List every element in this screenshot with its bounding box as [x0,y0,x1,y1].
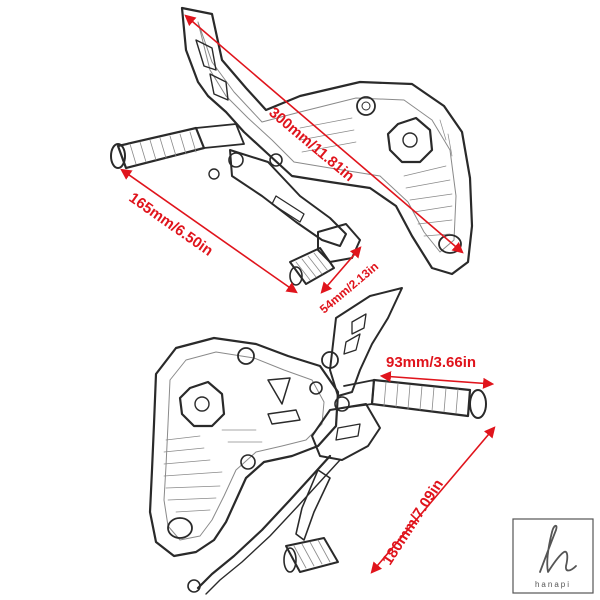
dimension-annotations: 300mm/11.81in 165mm/6.50in 54mm/2.13in 9… [120,14,496,574]
upper-mount-hole-inner [361,101,371,111]
lower-bottom-mount-hole [167,517,193,539]
lower-mount-hole [240,454,256,470]
dimension-label-93mm: 93mm/3.66in [386,354,476,371]
upper-toe-peg [289,247,335,286]
upper-hanger-slot [209,73,229,101]
lower-pivot [334,396,350,412]
dimension-arrow-165mm [120,168,298,294]
lower-pivot [321,351,339,369]
dimension-arrow-54mm [320,246,362,294]
upper-rearset-assembly [110,6,474,286]
dimension-arrow-300mm [184,14,464,254]
lower-hex-bolt [178,380,226,428]
lower-arm-strut [295,469,331,541]
lower-pivot [309,381,323,395]
lower-hex-bolt-center [194,396,210,412]
dimension-arrow-93mm [379,371,495,389]
watermark-logo: hanapi [512,518,594,594]
dimension-label-165mm: 165mm/6.50in [126,189,216,259]
upper-foot-peg [110,123,245,170]
upper-hex-bolt [386,116,434,164]
upper-mount-hole [356,96,376,116]
lower-shift-rod [205,459,341,595]
lower-shift-rod [196,454,332,590]
upper-arm-pivot [208,168,220,180]
lower-toe-peg [283,537,339,573]
upper-bracket-shading [299,117,453,237]
lower-bracket-shading [163,429,263,513]
lower-mount-hole [237,347,255,365]
lower-bracket-inner-contour [163,351,325,541]
upper-arm-slot [271,195,305,223]
lower-arm-slot [335,423,361,441]
upper-main-bracket [180,6,474,276]
lower-hanger-plate [329,287,403,397]
lower-triangle-cutout [267,377,291,405]
lower-main-bracket [148,336,340,558]
lower-rod-end [187,579,201,593]
lower-hanger-slot [343,333,361,355]
watermark-brand-name: hanapi [535,580,571,589]
lower-slot-cutout [267,409,301,425]
signature-logo-icon [539,524,577,573]
lower-foot-peg [341,378,487,419]
lower-hanger-slot [351,313,367,335]
dimension-label-180mm: 180mm/7.09in [379,476,447,568]
dimension-arrow-180mm [370,426,496,574]
upper-hex-bolt-center [402,132,418,148]
lower-rearset-assembly [148,287,487,595]
lower-arm-plate [311,403,381,461]
